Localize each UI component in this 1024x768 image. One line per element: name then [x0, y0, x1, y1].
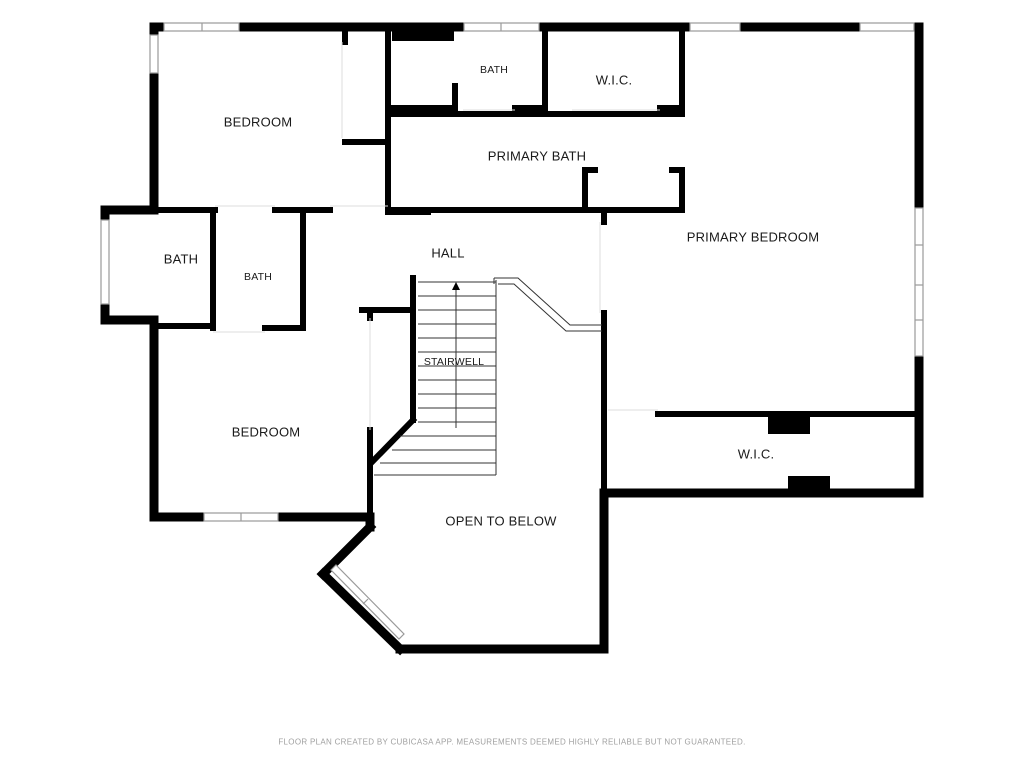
disclaimer-footer: FLOOR PLAN CREATED BY CUBICASA APP. MEAS…: [278, 737, 746, 747]
interior-walls: [151, 27, 922, 520]
room-label-bath-left: BATH: [163, 251, 199, 267]
room-label-wic-top: W.I.C.: [595, 72, 633, 88]
room-label-bedroom-top-left: BEDROOM: [223, 114, 293, 130]
room-label-wic-right: W.I.C.: [737, 446, 775, 462]
room-label-bedroom-bottom-left: BEDROOM: [231, 424, 301, 440]
room-label-primary-bedroom: PRIMARY BEDROOM: [686, 229, 820, 245]
room-label-stairwell: STAIRWELL: [423, 356, 485, 368]
stairs: [374, 280, 497, 476]
windows: [100, 22, 924, 640]
door-openings: [213, 42, 660, 430]
room-label-hall: HALL: [431, 245, 465, 261]
room-label-bath-top: BATH: [479, 64, 509, 76]
room-label-open-to-below: OPEN TO BELOW: [445, 513, 557, 529]
room-label-primary-bath: PRIMARY BATH: [487, 148, 587, 164]
stair-rail: [493, 277, 602, 332]
stair-direction-arrow-icon: [452, 282, 460, 290]
room-label-bath-small: BATH: [243, 271, 273, 283]
wall-blocks: [392, 27, 830, 493]
